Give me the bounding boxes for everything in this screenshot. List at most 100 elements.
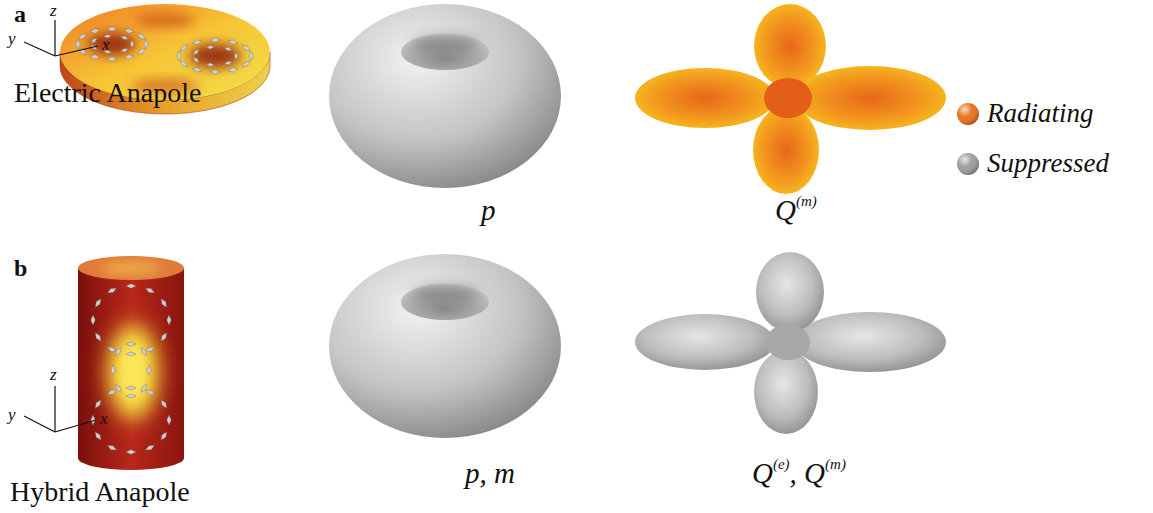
legend-label: Suppressed — [987, 148, 1109, 179]
formula-label: Q(e), Q(m) — [752, 457, 846, 488]
field-arrow — [242, 45, 250, 51]
field-arrow — [161, 299, 166, 307]
field-arrow — [234, 52, 238, 60]
field-arrow — [95, 333, 100, 341]
swatch-shine — [957, 153, 979, 175]
field-arrow — [121, 36, 129, 39]
axis-label: y — [8, 406, 16, 423]
field-arrow — [108, 390, 117, 394]
quadrupole-lobes — [635, 252, 946, 434]
field-arrow — [76, 39, 81, 49]
axis-triad — [24, 386, 96, 432]
field-arrow — [124, 29, 134, 33]
field-arrow — [90, 55, 100, 59]
field-arrow — [107, 27, 117, 32]
axis-label: z — [50, 2, 57, 19]
field-arrow — [137, 33, 145, 39]
field-arrow — [228, 40, 238, 44]
field-arrow — [130, 40, 134, 48]
field-arrow — [107, 57, 117, 62]
legend-label: Radiating — [987, 98, 1094, 129]
field-arrow — [224, 47, 232, 50]
field-arrow — [161, 333, 166, 341]
quadrupole-lobes — [635, 4, 946, 194]
caption-label: Q — [752, 457, 773, 489]
formula-label: Q(m) — [775, 194, 817, 225]
swatch-shine — [957, 103, 979, 125]
axis-label: z — [50, 366, 57, 383]
axis-label: (m) — [825, 456, 846, 472]
cylinder-resonator — [78, 256, 184, 470]
field-arrow — [161, 432, 167, 440]
field-arrow — [249, 51, 254, 61]
field-arrow — [121, 49, 129, 52]
caption-label: Q — [775, 194, 796, 226]
field-arrow — [126, 386, 136, 391]
field-arrow — [79, 33, 87, 39]
field-arrow — [193, 49, 199, 54]
field-arrow — [126, 342, 136, 347]
axis-label: (m) — [796, 193, 817, 209]
swatch-sphere — [957, 153, 979, 175]
field-arrow — [146, 288, 155, 293]
field-arrow — [228, 68, 238, 72]
panel-letter: b — [14, 256, 27, 280]
field-arrow — [192, 40, 202, 44]
field-arrow — [167, 415, 172, 425]
legend-swatch — [955, 101, 981, 127]
field-arrow — [206, 63, 214, 67]
field-arrow — [193, 57, 199, 62]
axis-label: (e) — [773, 456, 790, 472]
field-arrow — [108, 288, 117, 293]
field-arrow — [146, 347, 155, 352]
field-arrow — [108, 347, 117, 352]
field-arrow — [146, 390, 155, 394]
field-arrow — [126, 450, 136, 455]
field-arrow — [177, 51, 182, 61]
field-arrow — [95, 299, 100, 307]
axis-label: x — [102, 36, 110, 53]
field-arrow — [137, 48, 145, 54]
field-arrow — [141, 384, 147, 392]
field-arrow — [147, 365, 152, 375]
caption-label: Hybrid Anapole — [10, 478, 190, 506]
swatch-sphere — [957, 103, 979, 125]
caption-label: Electric Anapole — [14, 79, 201, 107]
field-arrow — [90, 29, 100, 33]
field-arrow — [242, 61, 250, 67]
axis-label: x — [100, 410, 108, 427]
caption-label: p — [481, 196, 496, 225]
legend-swatch — [955, 151, 981, 177]
legend-entry: Radiating — [955, 98, 1094, 129]
field-arrow — [91, 38, 97, 43]
field-arrow — [95, 400, 101, 408]
field-arrow — [210, 70, 220, 75]
field-arrow — [91, 315, 96, 325]
field-arrow — [115, 348, 121, 356]
field-arrow — [126, 394, 136, 399]
field-arrow — [206, 45, 214, 49]
field-arrow — [126, 284, 136, 289]
field-arrow — [108, 446, 117, 450]
field-arrow — [124, 55, 134, 59]
legend-entry: Suppressed — [955, 148, 1109, 179]
field-arrow — [167, 315, 172, 325]
caption-label: , Q — [790, 457, 825, 489]
field-arrow — [146, 446, 155, 450]
dipole-torus — [329, 254, 561, 438]
field-arrow — [141, 348, 147, 356]
field-arrow — [180, 61, 188, 67]
panel-letter: a — [14, 2, 26, 26]
field-arrow — [111, 365, 116, 375]
axis-label: y — [8, 30, 16, 47]
field-arrow — [115, 384, 121, 392]
caption-label: p, m — [465, 459, 515, 488]
field-arrow — [95, 432, 101, 440]
axis-triad — [24, 20, 98, 56]
field-arrow — [224, 61, 232, 64]
field-arrow — [210, 38, 220, 43]
field-arrow — [126, 352, 136, 357]
field-arrow — [180, 45, 188, 51]
field-arrow — [192, 68, 202, 72]
